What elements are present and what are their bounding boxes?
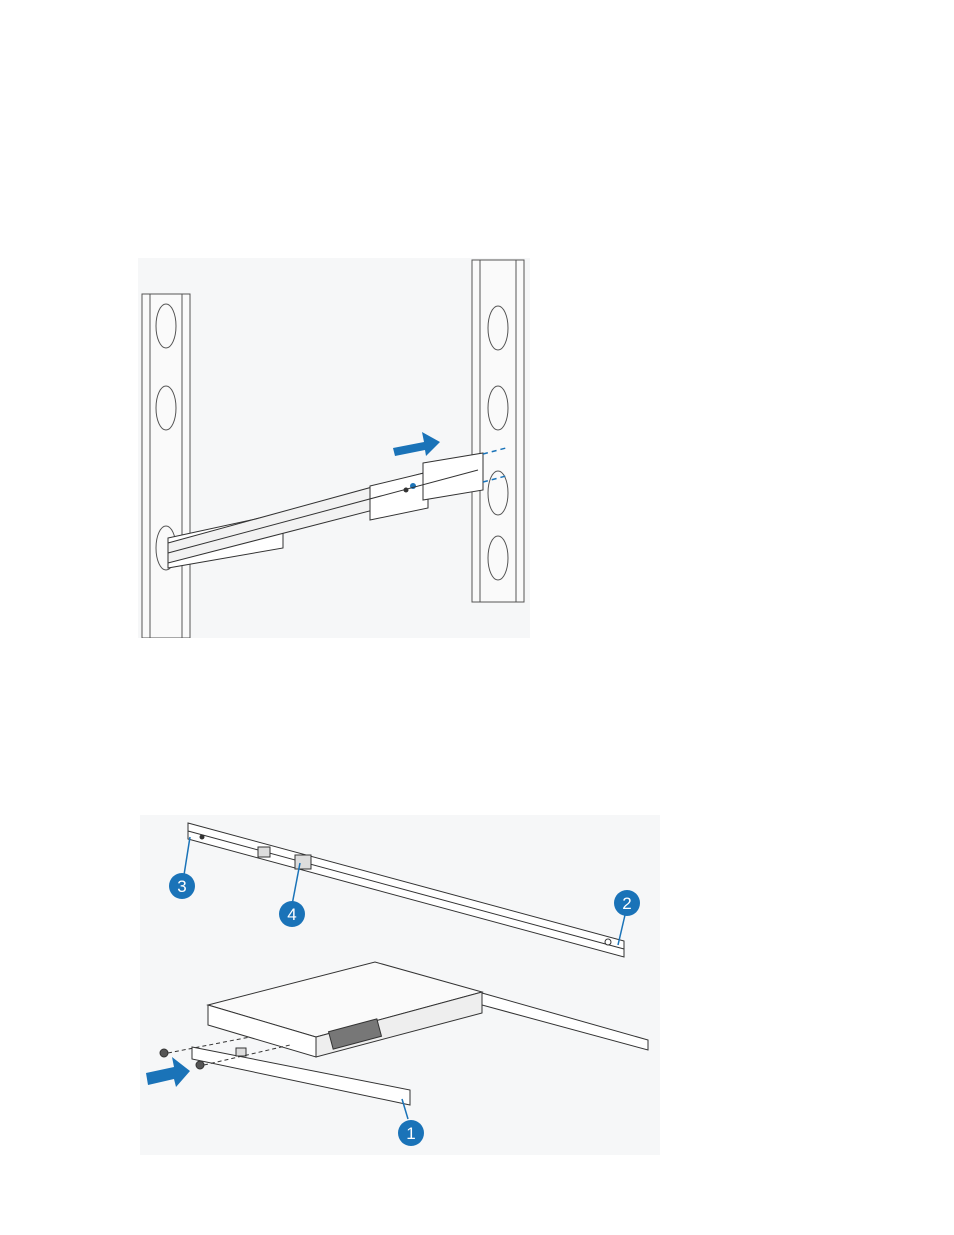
rail-installation-figure: 3 4 2 1 [140, 815, 660, 1155]
callout-4-label: 4 [287, 905, 296, 924]
callout-4: 4 [279, 901, 305, 927]
figure-background [138, 258, 530, 638]
callout-3: 3 [169, 873, 195, 899]
right-rack-post [472, 260, 524, 602]
callout-1-label: 1 [406, 1124, 415, 1143]
callout-1: 1 [398, 1120, 424, 1146]
callout-2-label: 2 [622, 894, 631, 913]
callout-2: 2 [614, 890, 640, 916]
left-rack-post [142, 294, 190, 638]
callout-3-label: 3 [177, 877, 186, 896]
rail-extension-figure [138, 258, 530, 638]
